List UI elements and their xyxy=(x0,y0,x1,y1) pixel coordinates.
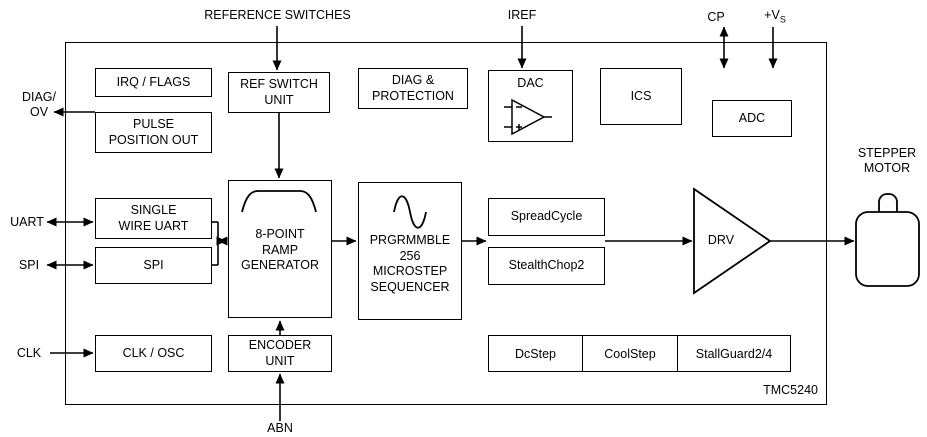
block-label: 8-POINT xyxy=(255,227,305,241)
sine-wave-icon xyxy=(393,195,427,229)
block-drv-label: DRV xyxy=(707,233,735,247)
diag-line2: OV xyxy=(29,105,49,119)
block-label: PULSE xyxy=(133,117,174,131)
iref-label: IREF xyxy=(507,8,537,22)
block-label: PRGRMMBLE xyxy=(369,233,451,247)
block-pulse-position-out: PULSE POSITION OUT xyxy=(95,112,212,153)
block-label: SEQUENCER xyxy=(370,279,450,294)
block-spreadcycle: SpreadCycle xyxy=(488,198,605,236)
block-clk-osc: CLK / OSC xyxy=(95,335,212,372)
block-label: POSITION OUT xyxy=(108,132,199,147)
block-adc: ADC xyxy=(712,100,792,137)
block-label: MICROSTEP xyxy=(372,264,448,278)
block-label: DAC xyxy=(517,76,544,90)
block-label: UNIT xyxy=(265,353,295,368)
block-label: ENCODER xyxy=(248,338,312,352)
block-spi: SPI xyxy=(95,247,212,284)
block-label: GENERATOR xyxy=(240,258,320,272)
diag-ov-label: DIAG/ OV xyxy=(16,90,62,120)
vs-sub-text: S xyxy=(779,14,786,25)
opamp-icon xyxy=(504,98,552,136)
vs-main-text: +V xyxy=(764,8,780,22)
vs-label: +VS xyxy=(753,8,797,28)
block-ref-switch-unit: REF SWITCH UNIT xyxy=(228,72,330,113)
clk-label: CLK xyxy=(16,346,42,360)
spi-label: SPI xyxy=(18,258,40,272)
block-label: RAMP xyxy=(261,242,299,257)
block-ics: ICS xyxy=(600,68,682,125)
motor-line2: MOTOR xyxy=(863,161,911,175)
part-number-label: TMC5240 xyxy=(763,383,818,397)
block-single-wire-uart: SINGLE WIRE UART xyxy=(95,198,212,239)
block-label: REF SWITCH xyxy=(240,77,318,91)
block-label: UNIT xyxy=(264,92,294,107)
block-label: PROTECTION xyxy=(372,88,454,103)
cp-label: CP xyxy=(707,10,725,24)
motor-line1: STEPPER xyxy=(857,146,917,160)
stepper-motor-label: STEPPER MOTOR xyxy=(848,146,926,176)
block-irq-flags: IRQ / FLAGS xyxy=(95,68,212,97)
block-label: WIRE UART xyxy=(118,218,189,233)
block-label: SINGLE xyxy=(130,203,177,217)
block-label: 256 xyxy=(399,248,421,263)
reference-switches-label: REFERENCE SWITCHES xyxy=(204,8,351,22)
drv-amplifier-triangle xyxy=(693,187,772,295)
block-label: DIAG & xyxy=(391,73,435,87)
abn-label: ABN xyxy=(267,421,293,435)
block-coolstep: CoolStep xyxy=(582,336,677,371)
block-step-features-group: DcStep CoolStep StallGuard2/4 xyxy=(488,335,791,372)
diag-line1: DIAG/ xyxy=(21,90,57,104)
block-encoder-unit: ENCODER UNIT xyxy=(228,335,332,372)
block-diag-protection: DIAG & PROTECTION xyxy=(358,68,468,109)
stepper-motor-icon xyxy=(855,193,920,287)
block-stealthchop: StealthChop2 xyxy=(488,247,605,285)
block-microstep-sequencer: PRGRMMBLE 256 MICROSTEP SEQUENCER xyxy=(358,182,462,320)
block-dcstep: DcStep xyxy=(515,346,556,361)
block-stallguard: StallGuard2/4 xyxy=(677,336,790,371)
ramp-profile-icon xyxy=(241,190,317,213)
block-dac: DAC xyxy=(488,70,573,142)
uart-label: UART xyxy=(10,215,44,229)
